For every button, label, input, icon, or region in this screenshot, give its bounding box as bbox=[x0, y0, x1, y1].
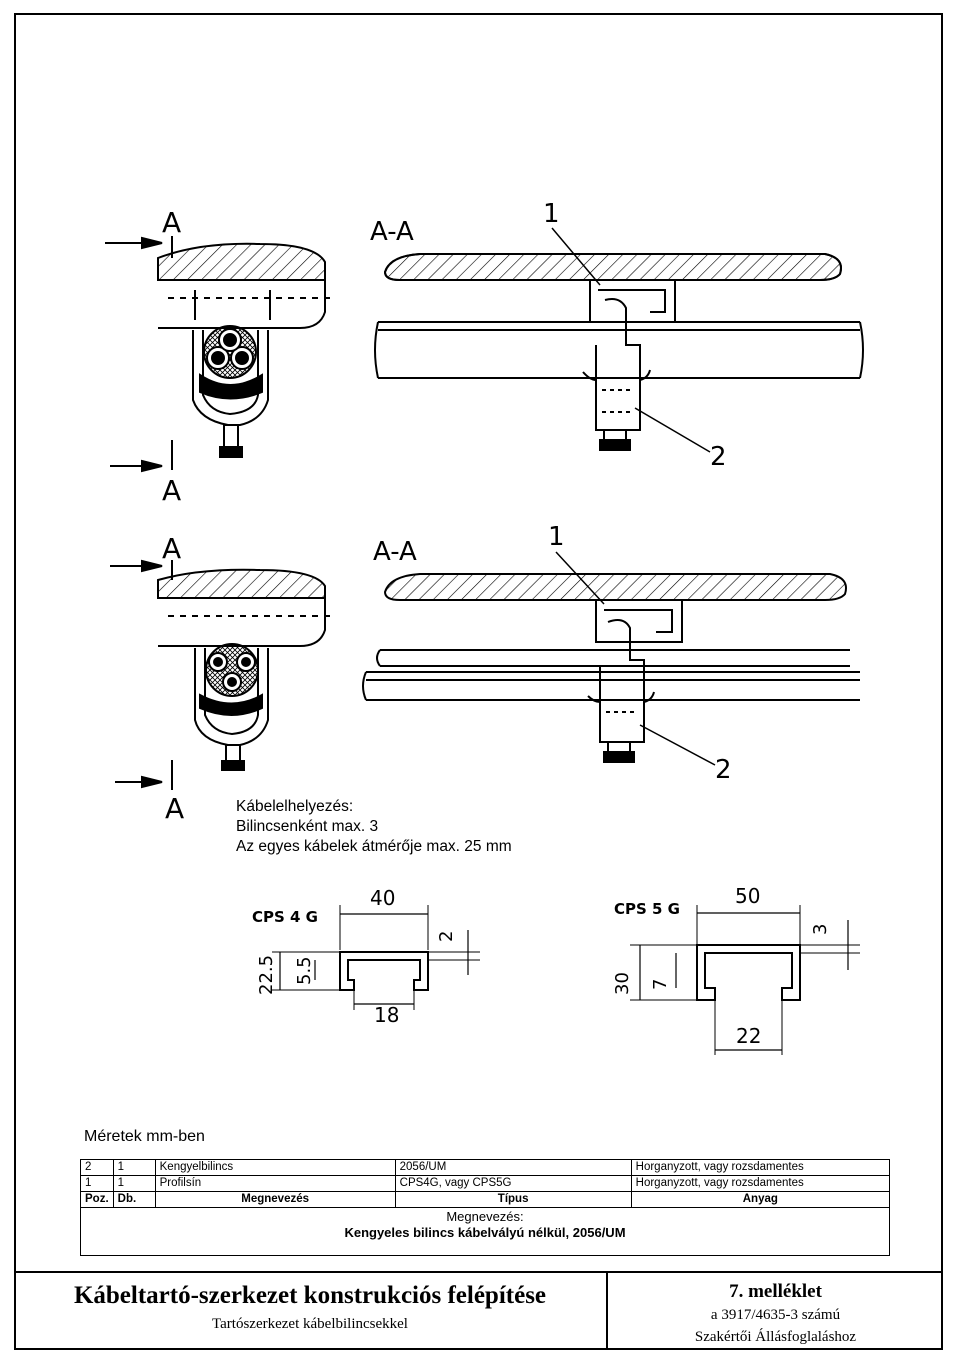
profile-width-dim: 40 bbox=[370, 886, 395, 910]
cell-poz: 2 bbox=[80, 1159, 114, 1176]
title-block-side: 7. melléklet a 3917/4635-3 számú Szakért… bbox=[608, 1280, 943, 1348]
notes-line: Az egyes kábelek átmérője max. 25 mm bbox=[236, 838, 512, 855]
header-poz: Poz. bbox=[80, 1191, 114, 1208]
dimensions-note: Méretek mm-ben bbox=[84, 1128, 205, 1145]
profile-lip-dim: 3 bbox=[810, 924, 831, 935]
section-marker-label: A bbox=[162, 532, 181, 565]
cps5g-profile: CPS 5 G 50 3 30 7 22 bbox=[612, 884, 860, 1055]
table-header-row: Poz. Db. Megnevezés Típus Anyag bbox=[80, 1191, 891, 1208]
profile-height-dim: 30 bbox=[612, 972, 633, 995]
title-block bbox=[14, 1271, 943, 1350]
subtitle: Tartószerkezet kábelbilincsekkel bbox=[212, 1316, 408, 1332]
section-marker-label: A bbox=[162, 206, 181, 239]
callout-number: 2 bbox=[715, 755, 732, 785]
section-title-label: A-A bbox=[373, 537, 417, 567]
middle-section-view: A-A 1 2 bbox=[362, 522, 860, 785]
title-block-main: Kábeltartó-szerkezet konstrukciós felépí… bbox=[14, 1280, 606, 1334]
reference-number: a 3917/4635-3 számú bbox=[710, 1307, 841, 1323]
title-block-divider bbox=[606, 1271, 608, 1350]
cell-type: CPS4G, vagy CPS5G bbox=[394, 1175, 632, 1192]
cable-placement-notes: Kábelelhelyezés: Bilincsenként max. 3 Az… bbox=[236, 797, 512, 857]
cell-material: Horganyzott, vagy rozsdamentes bbox=[630, 1159, 891, 1176]
section-marker-label: A bbox=[165, 792, 184, 825]
parts-table: 2 1 Kengyelbilincs 2056/UM Horganyzott, … bbox=[80, 1159, 891, 1208]
section-marker-label: A bbox=[162, 474, 181, 507]
main-title: Kábeltartó-szerkezet konstrukciós felépí… bbox=[73, 1282, 547, 1309]
cell-material: Horganyzott, vagy rozsdamentes bbox=[630, 1175, 891, 1192]
notes-line: Bilincsenként max. 3 bbox=[236, 818, 379, 835]
header-material: Anyag bbox=[630, 1191, 891, 1208]
table-row: 1 1 Profilsín CPS4G, vagy CPS5G Horganyz… bbox=[80, 1175, 891, 1192]
profile-width-dim: 50 bbox=[735, 884, 760, 908]
profile-opening-dim: 22 bbox=[736, 1024, 761, 1048]
header-type: Típus bbox=[394, 1191, 632, 1208]
appendix-label: 7. melléklet bbox=[729, 1281, 822, 1302]
profile-name: CPS 4 G bbox=[252, 908, 318, 926]
profile-opening-dim: 18 bbox=[374, 1003, 399, 1027]
callout-number: 1 bbox=[548, 522, 565, 552]
top-front-view: A A bbox=[105, 206, 330, 507]
part-title-value: Kengyeles bilincs kábelvályú nélkül, 205… bbox=[344, 1225, 626, 1240]
drawing-frame bbox=[14, 13, 943, 1350]
part-title-label: Megnevezés: bbox=[446, 1209, 524, 1224]
notes-line: Kábelelhelyezés: bbox=[236, 798, 354, 815]
profile-inner-dim: 7 bbox=[650, 979, 671, 990]
profile-lip-dim: 2 bbox=[436, 931, 457, 942]
cell-db: 1 bbox=[112, 1159, 156, 1176]
top-section-view: A-A 1 2 bbox=[370, 199, 864, 472]
cell-db: 1 bbox=[112, 1175, 156, 1192]
cell-name: Kengyelbilincs bbox=[154, 1159, 396, 1176]
cell-poz: 1 bbox=[80, 1175, 114, 1192]
profile-name: CPS 5 G bbox=[614, 900, 680, 918]
callout-number: 2 bbox=[710, 442, 727, 472]
profile-height-dim: 22.5 bbox=[256, 955, 277, 995]
cps4g-profile: CPS 4 G 40 2 22.5 5.5 18 bbox=[252, 886, 480, 1027]
table-row: 2 1 Kengyelbilincs 2056/UM Horganyzott, … bbox=[80, 1159, 891, 1176]
part-title-box: Megnevezés: Kengyeles bilincs kábelvályú… bbox=[80, 1206, 890, 1256]
section-title-label: A-A bbox=[370, 217, 414, 247]
cell-name: Profilsín bbox=[154, 1175, 396, 1192]
opinion-label: Szakértői Állásfoglaláshoz bbox=[694, 1329, 857, 1345]
middle-front-view: A A bbox=[110, 532, 330, 825]
cell-type: 2056/UM bbox=[394, 1159, 632, 1176]
callout-number: 1 bbox=[543, 199, 560, 229]
header-name: Megnevezés bbox=[154, 1191, 396, 1208]
profile-inner-dim: 5.5 bbox=[294, 956, 315, 985]
